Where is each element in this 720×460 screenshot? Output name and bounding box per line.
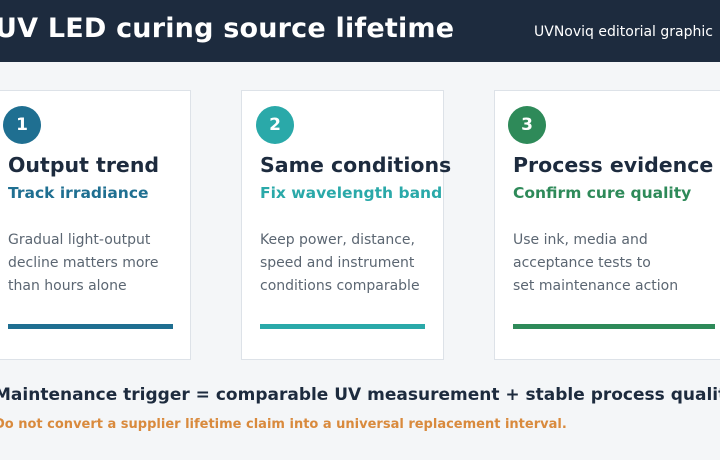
warning-note: Do not convert a supplier lifetime claim… — [0, 417, 567, 432]
card-body: Keep power, distance, speed and instrume… — [260, 229, 420, 298]
step-card-process-evidence: 3 Process evidence Confirm cure quality … — [494, 90, 720, 360]
header-subtitle: UVNoviq editorial graphic — [534, 24, 713, 40]
card-body-line: speed and instrument — [260, 255, 415, 271]
card-body-line: conditions comparable — [260, 278, 420, 294]
card-body: Gradual light-output decline matters mor… — [8, 229, 159, 298]
step-number-badge: 3 — [508, 106, 546, 144]
card-title: Process evidence — [513, 153, 714, 177]
card-body-line: acceptance tests to — [513, 255, 651, 271]
step-number-badge: 1 — [3, 106, 41, 144]
card-body-line: Use ink, media and — [513, 232, 648, 248]
accent-bar — [8, 324, 173, 329]
header-banner: UV LED curing source lifetime UVNoviq ed… — [0, 0, 720, 62]
step-number-badge: 2 — [256, 106, 294, 144]
card-body-line: than hours alone — [8, 278, 127, 294]
card-body: Use ink, media and acceptance tests to s… — [513, 229, 678, 298]
card-subtitle: Track irradiance — [8, 184, 149, 202]
step-card-output-trend: 1 Output trend Track irradiance Gradual … — [0, 90, 191, 360]
card-title: Same conditions — [260, 153, 452, 177]
accent-bar — [260, 324, 425, 329]
page-title: UV LED curing source lifetime — [0, 13, 455, 44]
card-body-line: Gradual light-output — [8, 232, 151, 248]
accent-bar — [513, 324, 715, 329]
card-subtitle: Confirm cure quality — [513, 184, 692, 202]
card-body-line: set maintenance action — [513, 278, 679, 294]
card-body-line: Keep power, distance, — [260, 232, 415, 248]
card-body-line: decline matters more — [8, 255, 159, 271]
card-subtitle: Fix wavelength band — [260, 184, 443, 202]
maintenance-trigger-statement: Maintenance trigger = comparable UV meas… — [0, 385, 720, 405]
card-title: Output trend — [8, 153, 160, 177]
step-card-same-conditions: 2 Same conditions Fix wavelength band Ke… — [241, 90, 451, 360]
